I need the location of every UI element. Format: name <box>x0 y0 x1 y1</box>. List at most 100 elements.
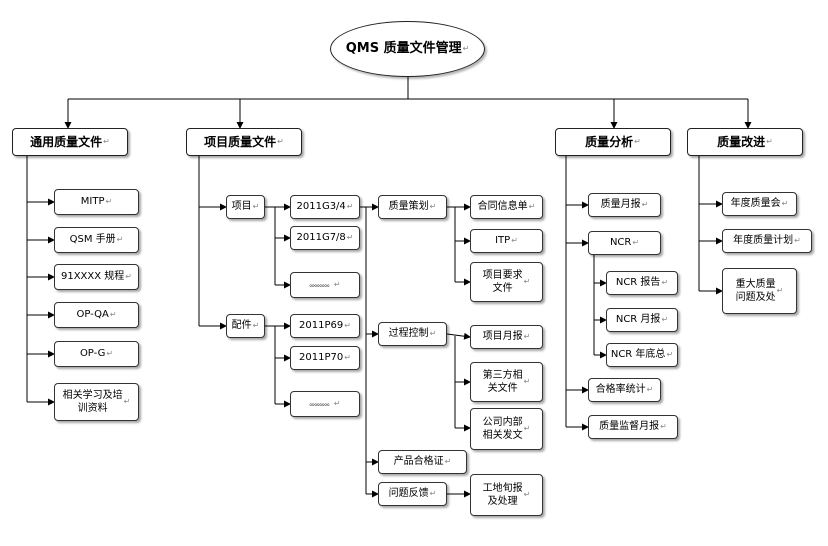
analysis-label: NCR <box>609 237 632 249</box>
process-label: 质量策划 <box>388 201 429 213</box>
general-doc-label: OP-G <box>79 348 106 360</box>
improvement-major-issues: 重大质量 问题及处↵ <box>722 268 797 314</box>
doc-label: ITP <box>495 235 511 247</box>
doc-label: 项目月报 <box>482 331 523 343</box>
ncr-report: NCR 报告↵ <box>606 271 678 295</box>
process-control: 过程控制↵ <box>378 322 447 346</box>
analysis-label: 合格率统计 <box>595 384 646 396</box>
paragraph-mark-icon: ↵ <box>109 309 117 319</box>
improvement-annual-meeting: 年度质量会↵ <box>722 192 797 216</box>
general-doc-label: OP-QA <box>76 309 109 321</box>
ncr-label: NCR 月报 <box>615 314 661 326</box>
analysis-monthly-report: 质量月报↵ <box>588 193 661 217</box>
code-label: 2011G3/4 <box>296 201 346 213</box>
project-code-node: 2011G3/4↵ <box>290 195 360 219</box>
doc-label: 项目要求 文件 <box>482 269 523 295</box>
paragraph-mark-icon: ↵ <box>666 349 674 359</box>
general-doc-qsm-manual: QSM 手册↵ <box>54 227 139 253</box>
general-docs-node: 通用质量文件↵ <box>12 128 128 156</box>
analysis-pass-rate: 合格率统计↵ <box>588 378 661 402</box>
general-docs-title: 通用质量文件 <box>30 134 103 149</box>
process-label: 产品合格证 <box>393 456 444 468</box>
analysis-supervision-report: 质量监督月报↵ <box>588 415 678 439</box>
improvement-label: 年度质量会 <box>730 198 781 210</box>
analysis-label: 质量监督月报 <box>599 421 660 433</box>
group-label: 项目 <box>231 201 252 213</box>
paragraph-mark-icon: ↵ <box>528 201 536 211</box>
parts-code-node: 2011P69↵ <box>290 314 360 338</box>
paragraph-mark-icon: ↵ <box>444 456 452 466</box>
root-node: QMS 质量文件管理↵ <box>330 21 485 77</box>
paragraph-mark-icon: ↵ <box>429 201 437 211</box>
doc-label: 公司内部 相关发文 <box>482 416 523 442</box>
paragraph-mark-icon: ↵ <box>277 136 284 146</box>
doc-label: 合同信息单 <box>477 201 528 213</box>
paragraph-mark-icon: ↵ <box>462 43 470 53</box>
ncr-label: NCR 年底总 <box>610 349 666 361</box>
paragraph-mark-icon: ↵ <box>429 488 437 498</box>
paragraph-mark-icon: ↵ <box>523 376 531 386</box>
ncr-label: NCR 报告 <box>615 277 661 289</box>
general-doc-label: 91XXXX 规程 <box>60 271 125 283</box>
improvement-annual-plan: 年度质量计划↵ <box>722 229 812 253</box>
analysis-ncr: NCR↵ <box>588 231 661 255</box>
paragraph-mark-icon: ↵ <box>346 201 354 211</box>
paragraph-mark-icon: ↵ <box>105 196 113 206</box>
paragraph-mark-icon: ↵ <box>125 271 132 281</box>
paragraph-mark-icon: ↵ <box>106 348 114 358</box>
analysis-label: 质量月报 <box>600 199 641 211</box>
general-doc-label: MITP <box>80 196 105 208</box>
parts-code-node: 。。。。。。。。↵ <box>290 391 360 417</box>
paragraph-mark-icon: ↵ <box>252 320 260 330</box>
doc-label: 第三方相 关文件 <box>482 369 523 395</box>
paragraph-mark-icon: ↵ <box>632 237 640 247</box>
general-doc-mitp: MITP↵ <box>54 189 139 215</box>
paragraph-mark-icon: ↵ <box>116 234 124 244</box>
paragraph-mark-icon: ↵ <box>646 384 654 394</box>
code-label: 。。。。。。。。 <box>309 280 333 289</box>
paragraph-mark-icon: ↵ <box>344 352 351 362</box>
process-label: 过程控制 <box>388 328 429 340</box>
project-code-node: 。。。。。。。。↵ <box>290 272 360 298</box>
quality-improvement-node: 质量改进↵ <box>687 128 803 156</box>
process-quality-planning: 质量策划↵ <box>378 195 447 219</box>
quality-analysis-node: 质量分析↵ <box>555 128 671 156</box>
paragraph-mark-icon: ↵ <box>333 398 341 408</box>
paragraph-mark-icon: ↵ <box>766 136 773 146</box>
project-item-group: 项目↵ <box>226 195 265 219</box>
improvement-label: 重大质量 问题及处 <box>735 278 776 304</box>
root-label: QMS 质量文件管理 <box>345 41 462 57</box>
planning-doc-contract-info: 合同信息单↵ <box>470 195 543 219</box>
process-feedback: 问题反馈↵ <box>378 482 447 506</box>
process-label: 问题反馈 <box>388 488 429 500</box>
general-doc-procedures: 91XXXX 规程↵ <box>54 264 139 290</box>
project-parts-group: 配件↵ <box>226 314 265 338</box>
paragraph-mark-icon: ↵ <box>641 199 649 209</box>
feedback-doc-site-report: 工地旬报 及处理↵ <box>470 474 543 516</box>
general-doc-op-g: OP-G↵ <box>54 341 139 367</box>
paragraph-mark-icon: ↵ <box>776 285 784 295</box>
control-doc-internal: 公司内部 相关发文↵ <box>470 408 543 450</box>
doc-label: 工地旬报 及处理 <box>482 482 523 508</box>
planning-doc-itp: ITP↵ <box>470 229 543 253</box>
paragraph-mark-icon: ↵ <box>634 136 641 146</box>
paragraph-mark-icon: ↵ <box>661 314 669 324</box>
paragraph-mark-icon: ↵ <box>794 235 801 245</box>
ncr-monthly: NCR 月报↵ <box>606 308 678 332</box>
general-doc-label: QSM 手册 <box>69 234 116 246</box>
process-product-certificate: 产品合格证↵ <box>378 450 467 474</box>
paragraph-mark-icon: ↵ <box>523 423 531 433</box>
quality-analysis-title: 质量分析 <box>585 134 634 149</box>
control-doc-monthly-report: 项目月报↵ <box>470 325 543 349</box>
code-label: 2011P70 <box>299 352 344 364</box>
paragraph-mark-icon: ↵ <box>344 320 351 330</box>
paragraph-mark-icon: ↵ <box>523 489 531 499</box>
general-doc-label: 相关学习及培 训资料 <box>62 389 123 415</box>
code-label: 2011P69 <box>299 320 344 332</box>
project-docs-node: 项目质量文件↵ <box>186 128 302 156</box>
quality-improvement-title: 质量改进 <box>717 134 766 149</box>
project-code-node: 2011G7/8↵ <box>290 226 360 250</box>
general-doc-op-qa: OP-QA↵ <box>54 302 139 328</box>
control-doc-third-party: 第三方相 关文件↵ <box>470 362 543 402</box>
paragraph-mark-icon: ↵ <box>523 331 531 341</box>
